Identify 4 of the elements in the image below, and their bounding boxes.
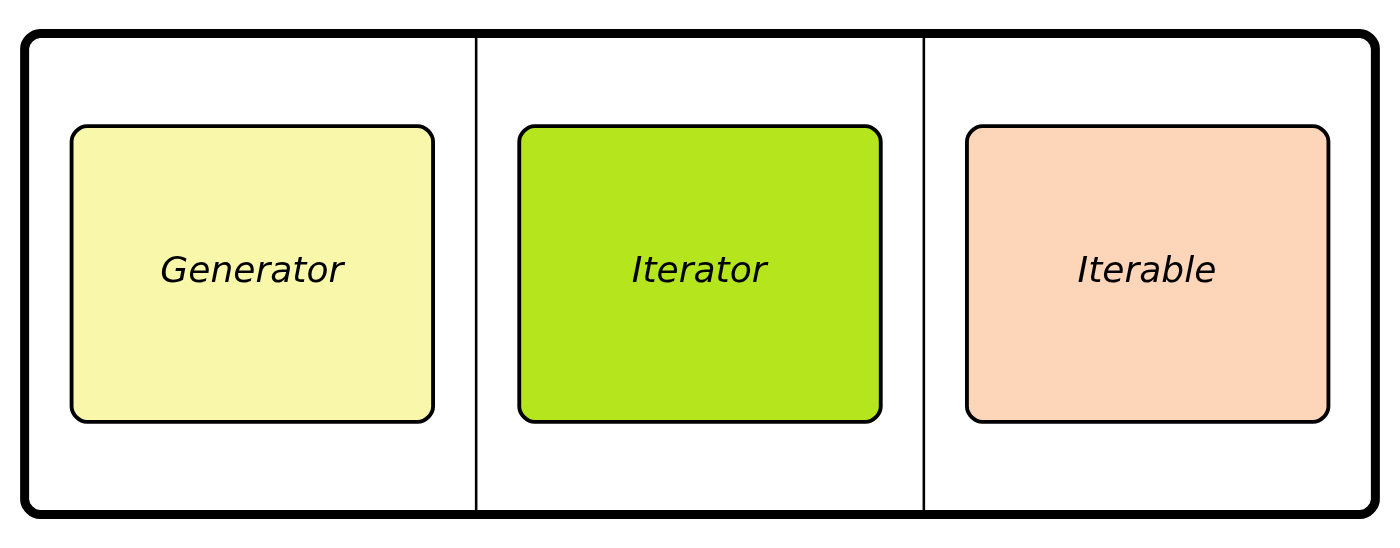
node-box: Iterable bbox=[965, 124, 1331, 424]
node-box: Iterator bbox=[517, 124, 883, 424]
node-box: Generator bbox=[69, 124, 435, 424]
cluster bbox=[20, 28, 1380, 520]
